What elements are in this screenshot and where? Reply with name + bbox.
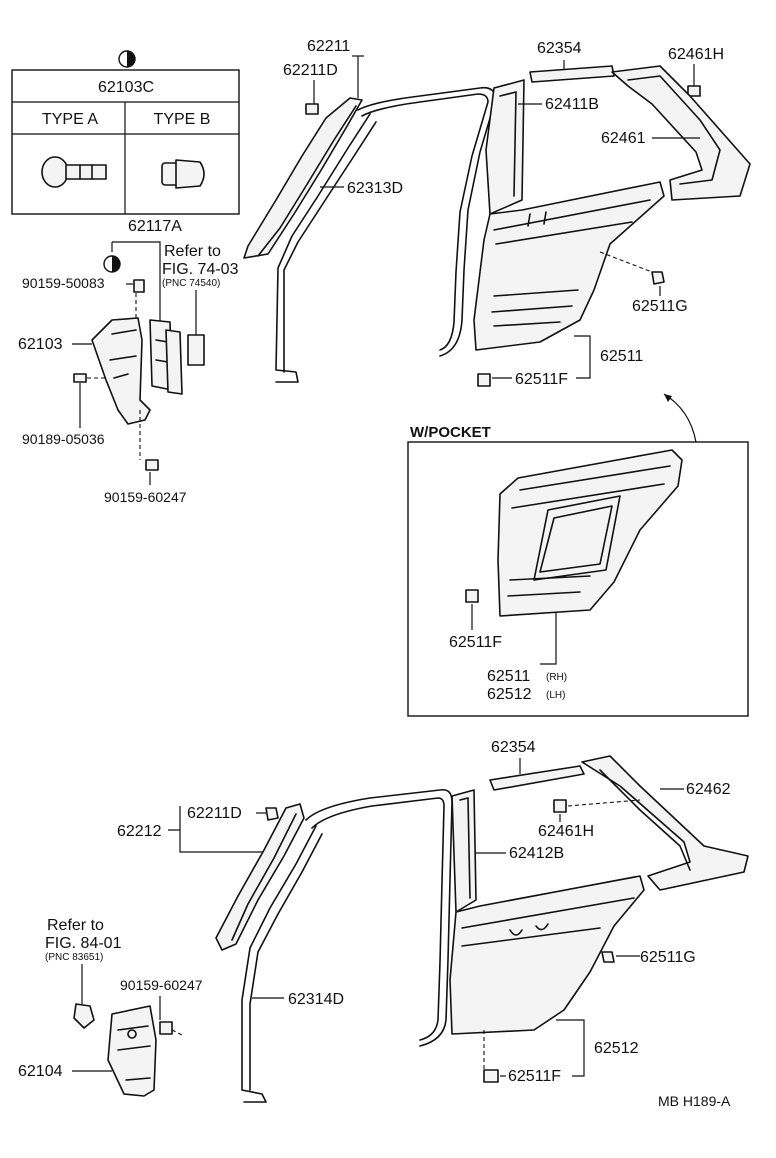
label-62103: 62103	[18, 336, 63, 353]
bracket-62103-assembly: 62117A Refer to FIG. 74-03 (PNC 74540) 9…	[18, 218, 239, 505]
label-62462: 62462	[686, 781, 731, 798]
type-table: 62103C TYPE A TYPE B	[11, 50, 240, 215]
label-62511g-top: 62511G	[632, 298, 688, 315]
footer-code: MB H189-A	[658, 1093, 731, 1109]
half-circle-icon	[118, 50, 136, 68]
label-90159-60247-bot: 90159-60247	[120, 977, 203, 993]
label-62211d-top: 62211D	[283, 62, 338, 79]
label-lh: (LH)	[546, 690, 565, 701]
label-90189-05036: 90189-05036	[22, 431, 105, 447]
label-62511-pocket: 62511	[487, 668, 530, 685]
label-62313d: 62313D	[347, 180, 403, 197]
label-62314d: 62314D	[288, 991, 344, 1008]
label-90159-50083: 90159-50083	[22, 275, 105, 291]
label-rh: (RH)	[546, 672, 567, 683]
label-62511g-bot: 62511G	[640, 949, 696, 966]
type-table-part-no: 62103C	[98, 79, 154, 96]
label-pnc-74540: (PNC 74540)	[162, 278, 220, 289]
label-62512-pocket: 62512	[487, 686, 532, 703]
label-62512-bot: 62512	[594, 1040, 639, 1057]
label-pnc-83651: (PNC 83651)	[45, 952, 103, 963]
label-refer-to-2: Refer to	[47, 917, 104, 934]
label-fig-74-03: FIG. 74-03	[162, 261, 239, 278]
label-62461h-bot: 62461H	[538, 823, 594, 840]
label-62511f-bot: 62511F	[508, 1068, 561, 1085]
bottom-door-assembly: 62354 62462 62461H 62211D 62212 62314D 6…	[117, 739, 749, 1103]
label-62511f-top: 62511F	[515, 371, 568, 388]
label-62211: 62211	[307, 38, 350, 55]
label-62117a: 62117A	[128, 218, 182, 235]
type-b-label: TYPE B	[154, 111, 211, 128]
label-62211d-bot: 62211D	[187, 805, 242, 822]
type-a-label: TYPE A	[42, 111, 98, 128]
label-62354-top: 62354	[537, 40, 582, 57]
label-62104: 62104	[18, 1063, 63, 1080]
label-62511-top: 62511	[600, 348, 643, 365]
clip-type-b-icon	[161, 159, 205, 189]
clip-type-a-icon	[41, 156, 107, 188]
bracket-62104-assembly: Refer to FIG. 84-01 (PNC 83651) 90159-60…	[18, 917, 203, 1097]
label-90159-60247-top: 90159-60247	[104, 489, 187, 505]
label-62411b: 62411B	[545, 96, 599, 113]
label-62354-bot: 62354	[491, 739, 536, 756]
label-62412b: 62412B	[509, 845, 564, 862]
label-refer-to-1: Refer to	[164, 243, 221, 260]
label-62212: 62212	[117, 823, 162, 840]
label-62461: 62461	[601, 130, 646, 147]
top-door-assembly: 62211 62211D 62313D 62354 62411B 62461H …	[243, 38, 751, 443]
label-62461h-top: 62461H	[668, 46, 724, 63]
label-fig-84-01: FIG. 84-01	[45, 935, 122, 952]
half-circle-icon	[103, 255, 121, 273]
label-w-pocket: W/POCKET	[410, 424, 491, 441]
w-pocket-box: W/POCKET 62511F 62511 (RH) 62512 (LH)	[407, 424, 749, 717]
label-62511f-pocket: 62511F	[449, 634, 502, 651]
